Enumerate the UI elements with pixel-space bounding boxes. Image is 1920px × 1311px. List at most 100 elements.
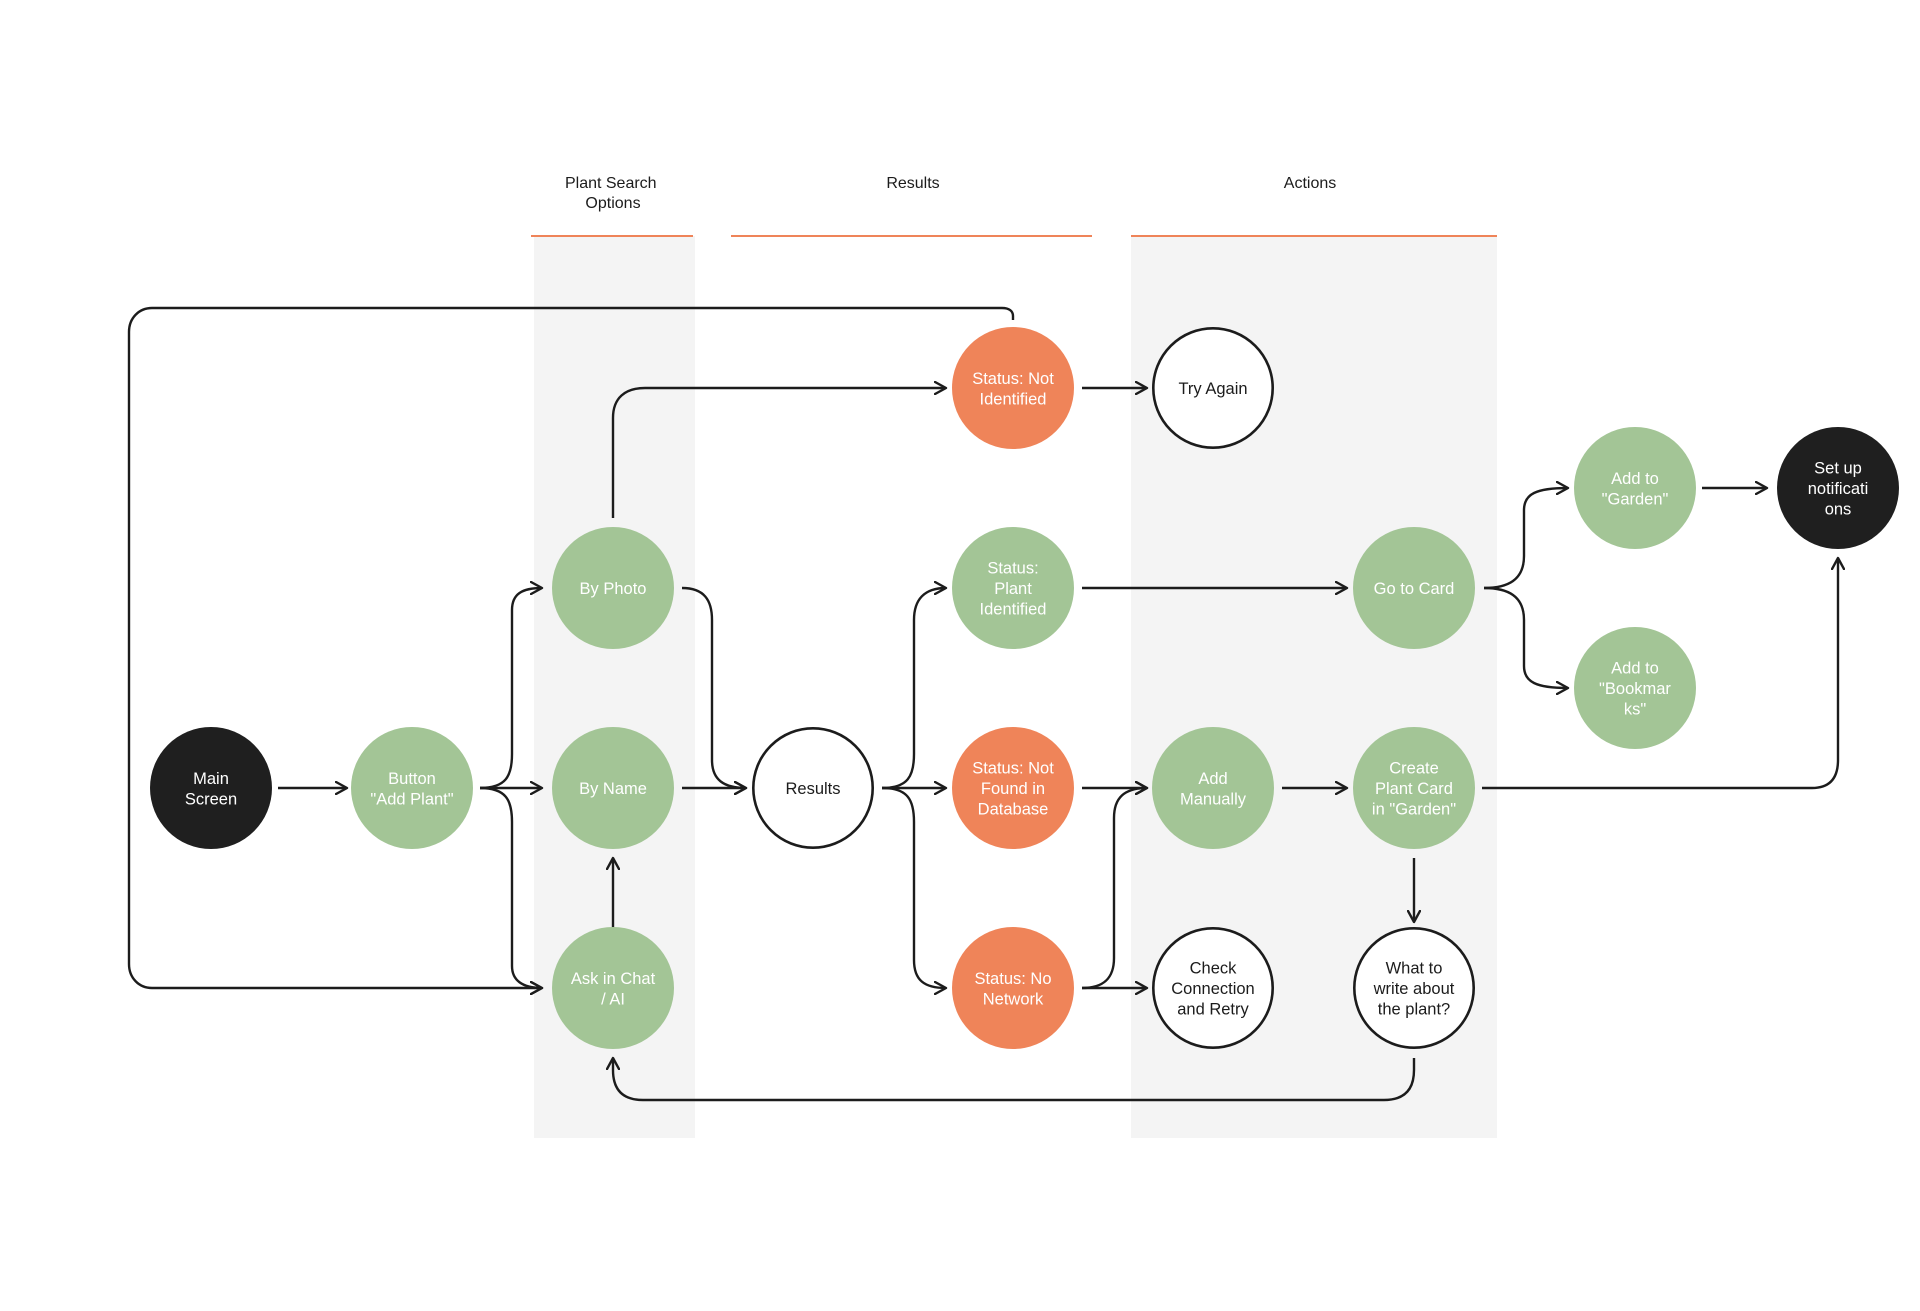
node-results-circle [751, 726, 874, 849]
node-label-line: "Bookmar [1599, 680, 1671, 698]
node-label-line: Set up [1814, 460, 1862, 478]
node-try-again[interactable]: Try Again [1152, 326, 1275, 449]
edges [127, 306, 1838, 1102]
edge-create-card-to-notifications [1482, 558, 1838, 790]
node-label-line: ks" [1624, 701, 1647, 719]
node-set-up-notifications-circle [1777, 427, 1899, 549]
node-label-line: Plant [994, 580, 1032, 598]
node-label-line: Manually [1180, 790, 1247, 808]
node-label-line: Screen [185, 790, 237, 808]
node-label-line: Connection [1171, 980, 1254, 998]
node-label-line: Network [983, 990, 1044, 1008]
node-ask-in-chat-label: Ask in Chat / AI [571, 970, 656, 1009]
node-by-photo[interactable]: By Photo [552, 527, 674, 649]
node-label-line: Identified [980, 601, 1047, 619]
node-status-no-network[interactable]: Status: No Network [952, 927, 1074, 1049]
node-add-to-garden[interactable]: Add to"Garden" [1574, 427, 1696, 549]
node-add-plant-button[interactable]: Button "Add Plant" [351, 727, 473, 849]
node-create-plant-card-circle [1353, 727, 1475, 849]
node-go-to-card-circle [1353, 527, 1475, 649]
node-status-not-found-circle [952, 727, 1074, 849]
node-label-line: Add [1198, 770, 1227, 788]
node-label-line: / AI [601, 990, 625, 1008]
edge-not-identified-to-ask-chat [127, 306, 1015, 988]
node-label-line: ons [1825, 501, 1852, 519]
edge-button-to-ask-chat [479, 786, 542, 988]
node-label-line: By Name [579, 780, 647, 798]
node-label-line: Results [785, 780, 840, 798]
node-label-line: and Retry [1177, 1001, 1249, 1019]
node-label-line: Found in [981, 780, 1045, 798]
node-label-line: Check [1190, 960, 1238, 978]
node-label-line: Go to Card [1374, 580, 1455, 598]
node-what-to-write-circle [1353, 926, 1476, 1049]
node-status-no-network-label: Status: No Network [974, 970, 1051, 1009]
node-label-line: Add to [1611, 660, 1659, 678]
node-by-name[interactable]: By Name [552, 727, 674, 849]
node-main-screen-circle [150, 727, 272, 849]
edge-by-photo-to-results [681, 586, 746, 788]
edge-button-to-by-photo [479, 588, 542, 790]
node-results-label: Results [785, 780, 840, 798]
node-add-to-bookmarks-circle [1574, 627, 1696, 749]
node-label-line: "Add Plant" [370, 790, 453, 808]
node-label-line: Status: Not [972, 760, 1054, 778]
node-add-to-bookmarks[interactable]: Add to "Bookmar ks" [1574, 627, 1696, 749]
node-label-line: Button [388, 770, 436, 788]
node-label-line: Identified [980, 390, 1047, 408]
node-go-to-card[interactable]: Go to Card [1353, 527, 1475, 649]
node-label-line: in "Garden" [1372, 801, 1456, 819]
node-set-up-notifications[interactable]: Set up notificati ons [1777, 427, 1899, 549]
node-by-photo-circle [552, 527, 674, 649]
edge-results-to-no-network [881, 786, 946, 988]
node-label-line: Status: Not [972, 370, 1054, 388]
node-add-manually-circle [1152, 727, 1274, 849]
node-go-to-card-label: Go to Card [1374, 580, 1455, 598]
node-label-line: Main [193, 770, 229, 788]
node-label-line: notificati [1808, 480, 1869, 498]
node-label-line: Ask in Chat [571, 970, 656, 988]
edge-go-to-card-to-garden [1483, 488, 1568, 590]
edge-by-photo-to-not-identified [611, 388, 946, 518]
node-check-connection-circle [1152, 926, 1275, 1049]
node-add-to-bookmarks-label: Add to "Bookmar ks" [1599, 660, 1671, 719]
node-status-no-network-circle [952, 927, 1074, 1049]
edge-what-to-write-to-ask-chat [613, 1058, 1416, 1102]
node-try-again-circle [1152, 326, 1275, 449]
node-label-line: Status: [987, 560, 1038, 578]
header-actions: Actions [1284, 175, 1336, 192]
node-ask-in-chat[interactable]: Ask in Chat / AI [552, 927, 674, 1049]
node-results[interactable]: Results [751, 726, 874, 849]
node-label-line: What to [1386, 960, 1443, 978]
node-label-line: Database [978, 801, 1049, 819]
node-by-name-circle [552, 727, 674, 849]
node-add-to-garden-label: Add to"Garden" [1602, 470, 1669, 509]
node-by-photo-label: By Photo [580, 580, 647, 598]
node-by-name-label: By Name [579, 780, 647, 798]
node-label-line: Add to [1611, 470, 1659, 488]
node-label-line: Plant Card [1375, 780, 1453, 798]
node-label-line: Try Again [1178, 380, 1247, 398]
node-label-line: Create [1389, 760, 1439, 778]
node-ask-in-chat-circle [552, 927, 674, 1049]
edge-results-to-plant-identified [881, 588, 946, 790]
node-label-line: the plant? [1378, 1001, 1450, 1019]
edge-go-to-card-to-bookmarks [1483, 586, 1568, 688]
node-label-line: Status: No [974, 970, 1051, 988]
header-search-options: Plant Search Options [565, 175, 661, 212]
